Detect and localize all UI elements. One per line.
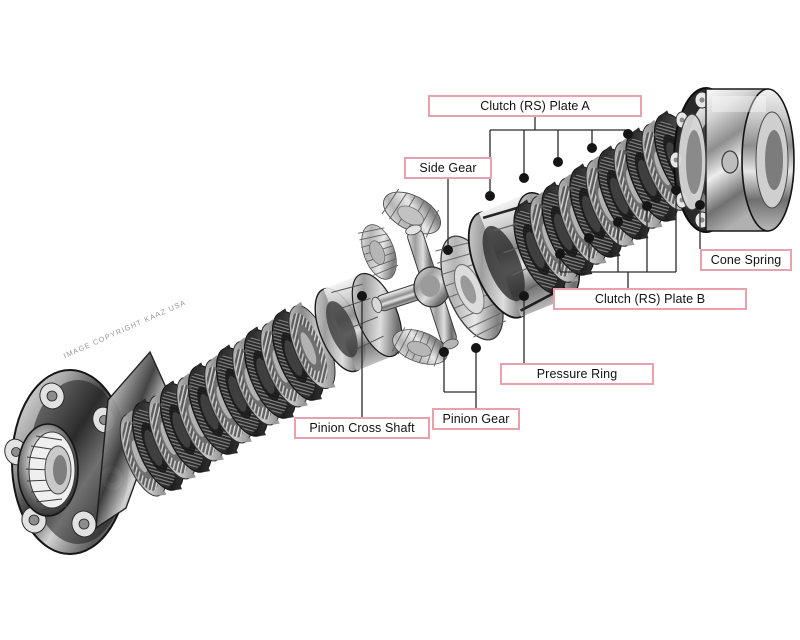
side-gear-upper (381, 188, 441, 238)
left-clutch-pack (109, 297, 346, 505)
callout-pinion-cross-shaft[interactable]: Pinion Cross Shaft (294, 417, 430, 439)
callout-clutch-rs-plate-b[interactable]: Clutch (RS) Plate B (553, 288, 747, 310)
callout-pressure-ring[interactable]: Pressure Ring (500, 363, 654, 385)
callout-cone-spring[interactable]: Cone Spring (700, 249, 792, 271)
tapered-roller-bearing (17, 423, 79, 517)
callout-clutch-rs-plate-a[interactable]: Clutch (RS) Plate A (428, 95, 642, 117)
callout-side-gear[interactable]: Side Gear (404, 157, 492, 179)
leader-endpoint-dots (357, 129, 705, 357)
cone-spring (677, 113, 707, 211)
right-differential-case (669, 87, 795, 233)
callout-pinion-gear[interactable]: Pinion Gear (432, 408, 520, 430)
